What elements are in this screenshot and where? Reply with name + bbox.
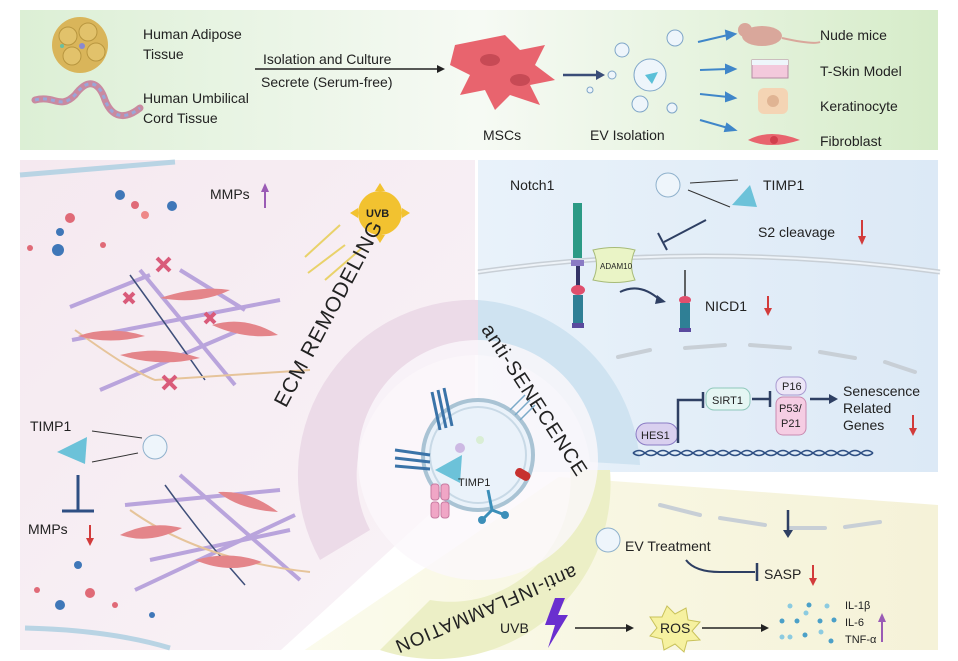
p16-label: P16 — [782, 381, 802, 393]
target-fibroblast: Fibroblast — [820, 133, 882, 149]
nuclear-membrane — [616, 343, 917, 374]
ev-isolation-label: EV Isolation — [590, 127, 665, 143]
mscs-icon — [450, 35, 555, 110]
uvb-lightning-icon — [545, 598, 568, 648]
genes-down-arrow — [909, 428, 917, 436]
uvb-sun-icon — [304, 183, 410, 281]
mmps-up-label: MMPs — [210, 186, 250, 202]
p16-box — [775, 376, 807, 396]
uvb-sun-label: UVB — [366, 208, 390, 220]
timp1-label-ecm: TIMP1 — [30, 418, 72, 434]
mmps-up-arrow — [261, 183, 269, 192]
fibroblasts-bottom — [120, 491, 278, 569]
ev-treatment-label: EV Treatment — [625, 538, 711, 554]
target-arrows — [697, 29, 738, 133]
nicd1-down-arrow — [764, 308, 772, 316]
nuclear-membrane-lower — [658, 503, 882, 530]
ev-icon-senescence — [655, 172, 681, 198]
inhibit-bar-adam10 — [657, 232, 668, 251]
cytokine-il1b: IL-1β — [845, 600, 871, 612]
timp1-triangle-center — [435, 455, 462, 483]
genes-label-line2: Related — [843, 400, 892, 416]
cytokine-tnfa: TNF-α — [845, 634, 877, 646]
mmps-down-arrow — [86, 538, 94, 546]
sasp-down-pointer — [783, 530, 793, 538]
nicd1-label: NICD1 — [705, 298, 748, 314]
arrow-bottom-label: Secrete (Serum-free) — [261, 74, 393, 90]
source-umbilical-line2: Cord Tissue — [143, 110, 218, 126]
sirt1-box — [705, 387, 751, 411]
target-nude-mice: Nude mice — [820, 27, 887, 43]
cytokines-up-arrow — [878, 613, 886, 622]
translocation-arrow — [655, 295, 666, 304]
p53-label: P53/ — [779, 403, 802, 415]
timp1-triangle-ecm — [57, 437, 87, 464]
target-t-skin: T-Skin Model — [820, 63, 902, 79]
ros-burst-icon — [649, 605, 702, 653]
cytokine-il6: IL-6 — [845, 617, 864, 629]
s2-down-arrow — [858, 236, 866, 245]
timp1-triangle-senescence — [732, 185, 757, 207]
p53-p21-box — [775, 396, 807, 436]
ecm-ring — [297, 299, 478, 560]
membrane-top — [19, 159, 176, 178]
arrow-top-label: Isolation and Culture — [263, 51, 392, 67]
mmps-down-label: MMPs — [28, 521, 68, 537]
adam10-label: ADAM10 — [600, 262, 633, 271]
adam10-icon — [592, 247, 636, 283]
membrane-protein-icons — [394, 387, 454, 471]
ev-icon-treatment — [595, 527, 621, 553]
p21-label: P21 — [781, 418, 801, 430]
hes1-label: HES1 — [641, 430, 670, 442]
mmp-molecules-top — [27, 190, 177, 256]
timp1-label-senescence: TIMP1 — [763, 177, 805, 193]
uvb-label-inflammation: UVB — [500, 620, 529, 636]
genes-label-line1: Senescence — [843, 383, 921, 399]
pink-protein-icon — [430, 483, 450, 519]
fibroblasts-top — [78, 288, 278, 363]
membrane-bottom — [24, 625, 171, 651]
s2-cleavage-label: S2 cleavage — [758, 224, 836, 240]
ev-icon-ecm — [142, 434, 168, 460]
mscs-label: MSCs — [483, 127, 522, 143]
adipose-tissue-icon — [52, 17, 108, 73]
mmp-molecules-bottom — [34, 561, 155, 618]
source-adipose-line2: Tissue — [143, 46, 184, 62]
nicd1-icon — [679, 270, 691, 332]
cytokine-dots — [779, 602, 837, 644]
target-keratinocyte: Keratinocyte — [820, 98, 898, 114]
mouse-icon — [738, 23, 821, 46]
notch1-receptor-icon — [571, 203, 585, 328]
ev-cluster-icon — [586, 29, 684, 114]
ros-label: ROS — [660, 620, 691, 636]
sirt1-label: SIRT1 — [712, 395, 743, 407]
notch1-label: Notch1 — [510, 177, 555, 193]
degradation-x-marks — [122, 256, 217, 391]
source-umbilical-line1: Human Umbilical — [143, 90, 249, 106]
source-adipose-line1: Human Adipose — [143, 26, 242, 42]
genes-label-line3: Genes — [843, 417, 885, 433]
sasp-down-arrow — [809, 578, 817, 586]
red-protein-icon — [515, 468, 531, 481]
timp1-label-center: TIMP1 — [458, 477, 491, 489]
sasp-label: SASP — [764, 566, 802, 582]
